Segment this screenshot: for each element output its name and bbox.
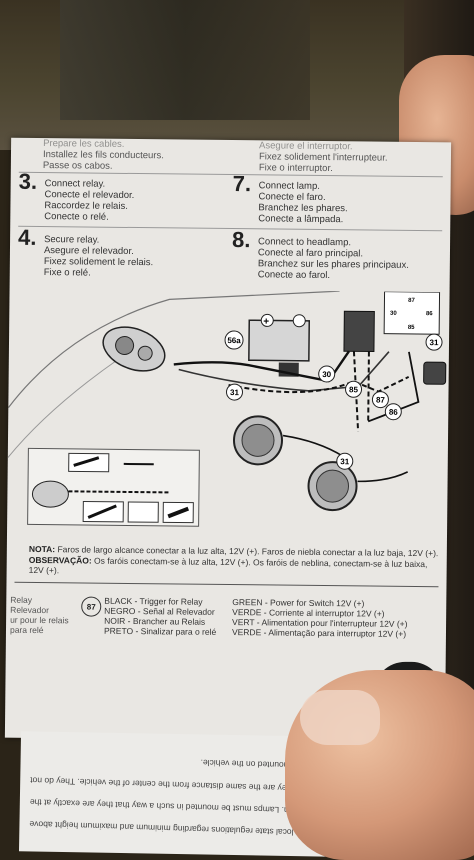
inset-box [69, 453, 109, 471]
step-number: 7. [233, 178, 251, 189]
label-31-lamp: 31 [340, 457, 350, 466]
relay-pin-85: 85 [408, 325, 415, 331]
background-shelf [60, 0, 310, 120]
step-text: Connect relay. [45, 178, 135, 190]
inset-headlamp-icon [32, 481, 68, 507]
inset-crimping-drawing [27, 448, 200, 527]
step-text: Prepare les cables. [43, 138, 164, 150]
step-text: Branchez les phares. [258, 202, 347, 214]
step-text: Fixe o relé. [44, 267, 153, 279]
relay-pin-30: 30 [390, 311, 397, 317]
wire-lamp-right [358, 471, 408, 482]
step-number: 4. [18, 232, 36, 243]
label-30: 30 [322, 370, 332, 379]
label-31: 31 [230, 388, 240, 397]
note-block: NOTA: Faros de largo alcance conectar a … [29, 544, 439, 580]
label-56a: 56a [227, 336, 241, 345]
fog-lamp-right [308, 462, 357, 511]
svg-text:+: + [263, 316, 269, 327]
legend-left-line: Relevador [10, 605, 69, 616]
label-86: 86 [389, 408, 399, 417]
step-text: Fixe o interruptor. [259, 162, 388, 174]
step-number: 3. [19, 176, 37, 187]
legend-green-column: GREEN - Power for Switch 12V (+) VERDE -… [232, 597, 408, 639]
divider [14, 582, 438, 587]
step-text: Conecte el relevador. [45, 189, 135, 201]
step-text: Conecte a lâmpada. [258, 213, 347, 225]
car-fender-outline [8, 358, 119, 459]
legend-black-column: BLACK - Trigger for Relay NEGRO - Señal … [104, 596, 217, 637]
step-text: Conecte o relé. [44, 211, 134, 223]
legend-left-partial: Relay Relevador ur pour le relais para r… [10, 595, 69, 636]
wire-lamp-left [283, 436, 343, 457]
car-headlamp [97, 319, 171, 379]
terminal-87-badge: 87 [81, 596, 101, 616]
step-number: 8. [232, 234, 250, 245]
thumbnail-nail [300, 690, 380, 745]
step-text: Conecte el faro. [258, 191, 347, 203]
step-text: Raccordez le relais. [44, 200, 134, 212]
note-label: NOTA: [29, 544, 55, 554]
step-text: Passe os cabos. [43, 160, 164, 172]
relay-pin-87: 87 [408, 298, 415, 304]
observation-label: OBSERVAÇÃO: [29, 554, 92, 565]
legend-left-line: para relé [10, 625, 69, 636]
instruction-sheet: Prepare les cables. Installez les fils c… [5, 138, 451, 743]
relay-pin-86: 86 [426, 311, 433, 317]
label-85: 85 [349, 385, 359, 394]
step-text: Asegure el interruptor. [259, 140, 388, 152]
step-text: Connect lamp. [259, 180, 348, 192]
bottom-text-line: ground. They are the same distance from … [30, 775, 328, 794]
label-87: 87 [376, 396, 386, 405]
inset-illustration [28, 449, 199, 526]
legend-left-line: ur pour le relais [10, 615, 69, 626]
fog-lamp-left [234, 416, 283, 465]
label-31-switch: 31 [430, 338, 440, 347]
battery-icon: + [249, 314, 309, 361]
inset-box [128, 502, 158, 522]
legend-line: PRETO - Sinalizar para o relé [104, 626, 216, 637]
step-text: Conecte ao farol. [258, 269, 409, 282]
relay-icon [344, 291, 440, 352]
divider [18, 226, 442, 231]
switch-icon [424, 362, 446, 384]
legend-left-line: Relay [10, 595, 69, 606]
legend-line: VERDE - Alimentação para interruptor 12V… [232, 627, 408, 639]
